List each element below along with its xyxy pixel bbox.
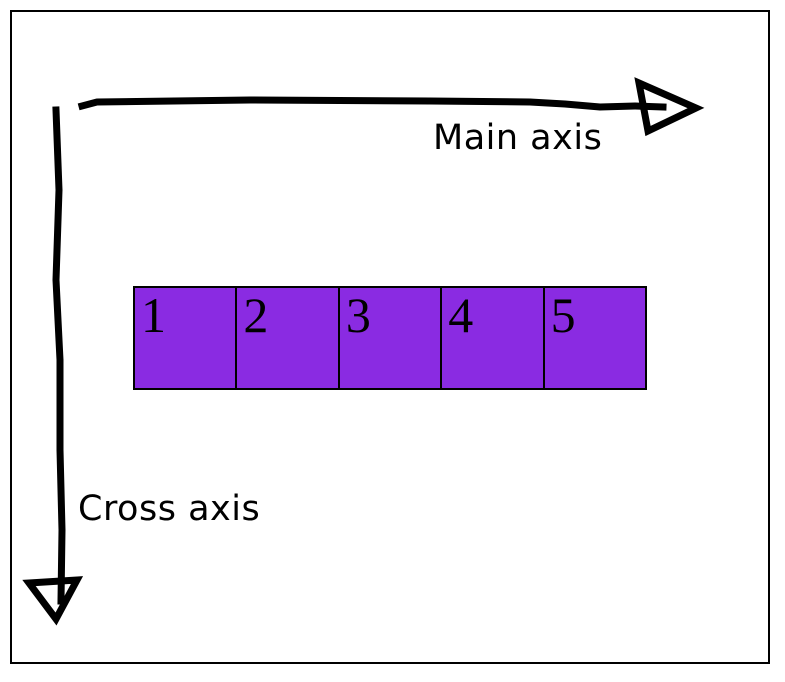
- flex-item: 5: [542, 288, 646, 388]
- flex-item: 2: [235, 288, 338, 388]
- diagram-border: [10, 10, 770, 664]
- main-axis-label: Main axis: [433, 118, 603, 158]
- flex-item: 1: [135, 288, 236, 388]
- flex-item: 3: [337, 288, 441, 388]
- flex-item: 4: [440, 288, 543, 388]
- cross-axis-label: Cross axis: [78, 489, 261, 529]
- flex-items-row: 1 2 3 4 5: [133, 286, 647, 390]
